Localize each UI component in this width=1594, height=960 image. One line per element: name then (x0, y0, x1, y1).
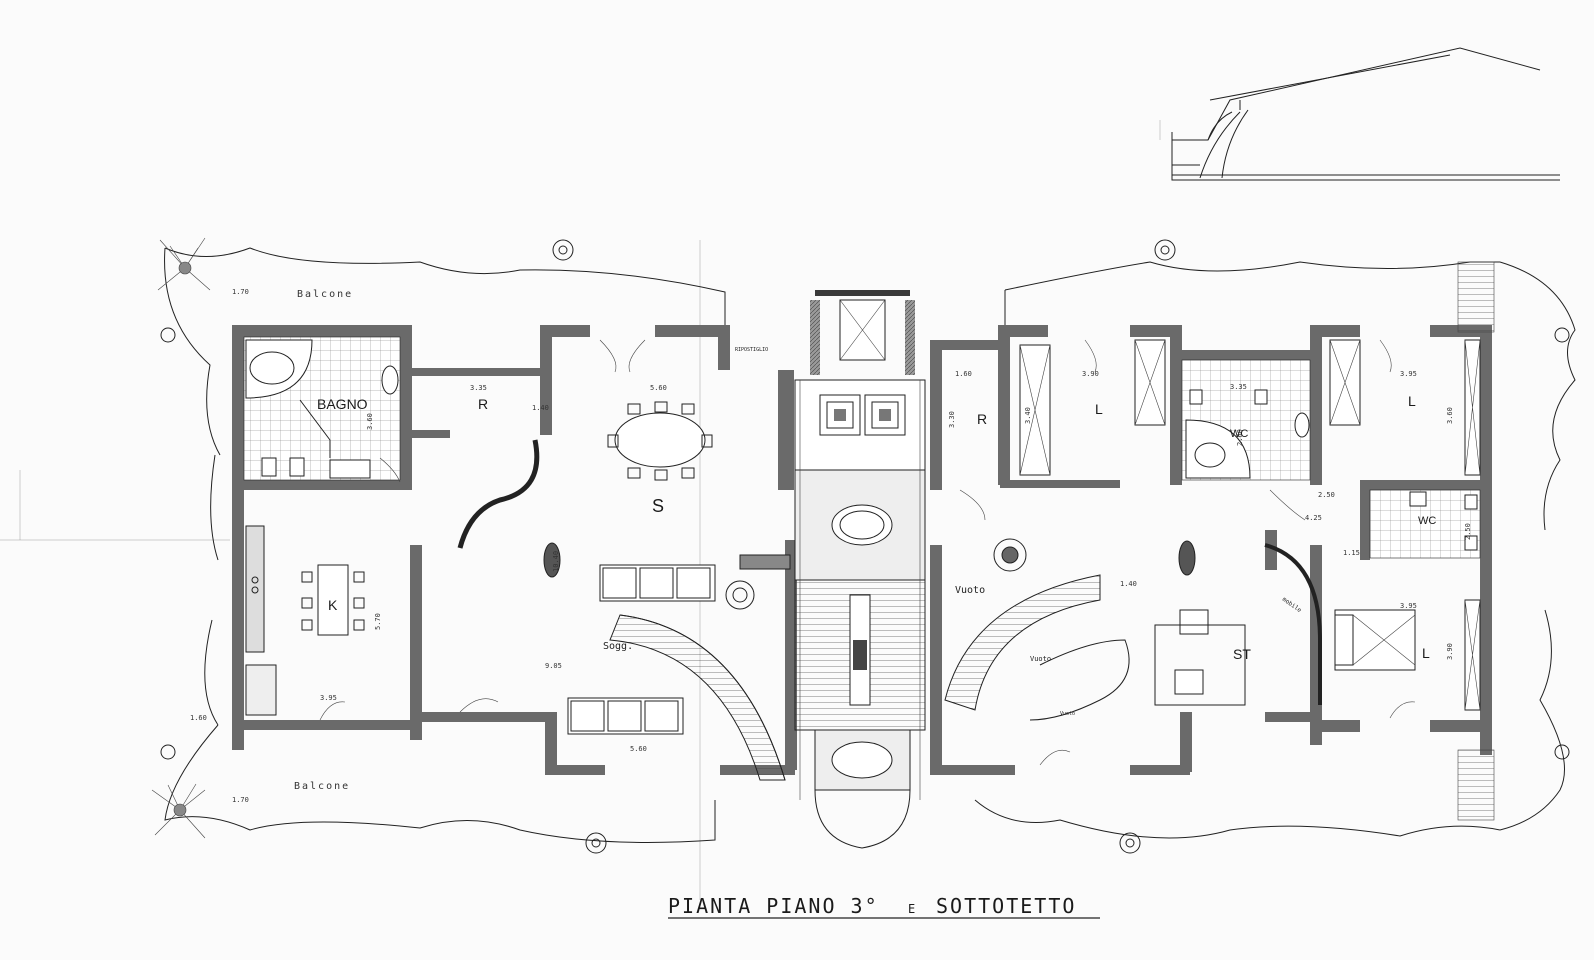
room-label-r-left: R (478, 396, 488, 412)
dim-335: 3.35 (470, 384, 487, 392)
plant-symbol-top-left (157, 237, 211, 291)
drawing-title: PIANTA PIANO 3° E SOTTOTETTO (668, 894, 1100, 919)
room-label-wc-2: WC (1418, 515, 1436, 527)
sofa-row-bottom (567, 697, 684, 735)
door-swings (319, 339, 1416, 766)
title-main: PIANTA PIANO 3° (668, 894, 879, 918)
dim-395-l: 3.95 (1400, 370, 1417, 378)
curved-partition (457, 439, 540, 549)
note-mobile: mobile (1281, 596, 1303, 614)
dim-395-k: 3.95 (320, 694, 337, 702)
dim-390: 3.90 (1082, 370, 1099, 378)
dim-560-bottom: 5.60 (630, 745, 647, 753)
note-sogg: Sogg. (603, 641, 633, 652)
dim-140: 1.40 (532, 404, 549, 412)
bagno-fixtures (261, 365, 399, 479)
dim-140-v: 1.40 (1120, 580, 1137, 588)
dim-170-top: 1.70 (232, 288, 249, 296)
dim-390-l3: 3.90 (1446, 643, 1454, 660)
sofa-row-top (599, 564, 716, 602)
dim-360-bagno: 3.60 (366, 413, 374, 430)
room-label-l-3: L (1422, 645, 1430, 661)
left-wing-walls (232, 325, 797, 775)
fireplace-right (993, 538, 1196, 576)
dim-340: 3.40 (1024, 407, 1032, 424)
central-tower (794, 290, 926, 849)
dim-250: 2.50 (1318, 491, 1335, 499)
wc-2-fixtures (1409, 491, 1478, 551)
note-vuoto-3: Vuoto (1060, 711, 1075, 717)
dim-905: 9.05 (545, 662, 562, 670)
room-label-bagno: BAGNO (317, 396, 368, 412)
balcony-label-bottom: Balcone (294, 781, 350, 792)
dim-260: 2.60 (1236, 429, 1244, 446)
studio-furniture (1154, 543, 1322, 706)
dim-1040: 10.40 (552, 551, 560, 572)
dim-160-r: 1.60 (955, 370, 972, 378)
room-label-l-1: L (1095, 401, 1103, 417)
roof-section-sketch (1171, 47, 1560, 181)
bed-right (1334, 609, 1416, 671)
dim-425: 4.25 (1305, 514, 1322, 522)
dim-395-l3: 3.95 (1400, 602, 1417, 610)
room-label-r-right: R (977, 411, 987, 427)
dining-table (607, 401, 713, 481)
fireplace-left (543, 542, 791, 610)
dim-570: 5.70 (374, 613, 382, 630)
dim-250-v: 2.50 (1464, 523, 1472, 540)
room-label-s: S (652, 496, 664, 516)
right-wing-walls (930, 325, 1492, 775)
plant-symbol-bottom-left (151, 783, 206, 839)
dim-360-l: 3.60 (1446, 407, 1454, 424)
bathtub-corner (245, 339, 313, 399)
title-conjunction: E (908, 902, 915, 916)
column-ornaments (160, 239, 1570, 854)
dim-170-bottom: 1.70 (232, 796, 249, 804)
note-ripostiglio: RIPOSTIGLIO (735, 347, 768, 353)
balcony-label-top: Balcone (297, 289, 353, 300)
title-suffix: SOTTOTETTO (936, 894, 1076, 918)
stair-right (944, 574, 1130, 721)
wc-1-fixtures (1185, 389, 1310, 479)
room-label-st: ST (1233, 646, 1251, 662)
dim-335-wc: 3.35 (1230, 383, 1247, 391)
kitchen-counter (245, 525, 277, 716)
note-vuoto-1: Vuoto (955, 585, 985, 596)
room-label-k: K (328, 597, 338, 613)
room-label-wc-1: WC (1230, 428, 1248, 440)
room-label-l-2: L (1408, 393, 1416, 409)
dim-560-top: 5.60 (650, 384, 667, 392)
dim-160-left: 1.60 (190, 714, 207, 722)
dim-330: 3.30 (948, 411, 956, 428)
dim-115: 1.15 (1343, 549, 1360, 557)
note-vuoto-2: Vuoto (1030, 655, 1051, 663)
wardrobes (1019, 339, 1481, 711)
kitchen-table (301, 564, 365, 636)
balcony-outline (164, 247, 1576, 843)
stair-left (609, 614, 786, 781)
exterior-steps (1457, 261, 1495, 821)
